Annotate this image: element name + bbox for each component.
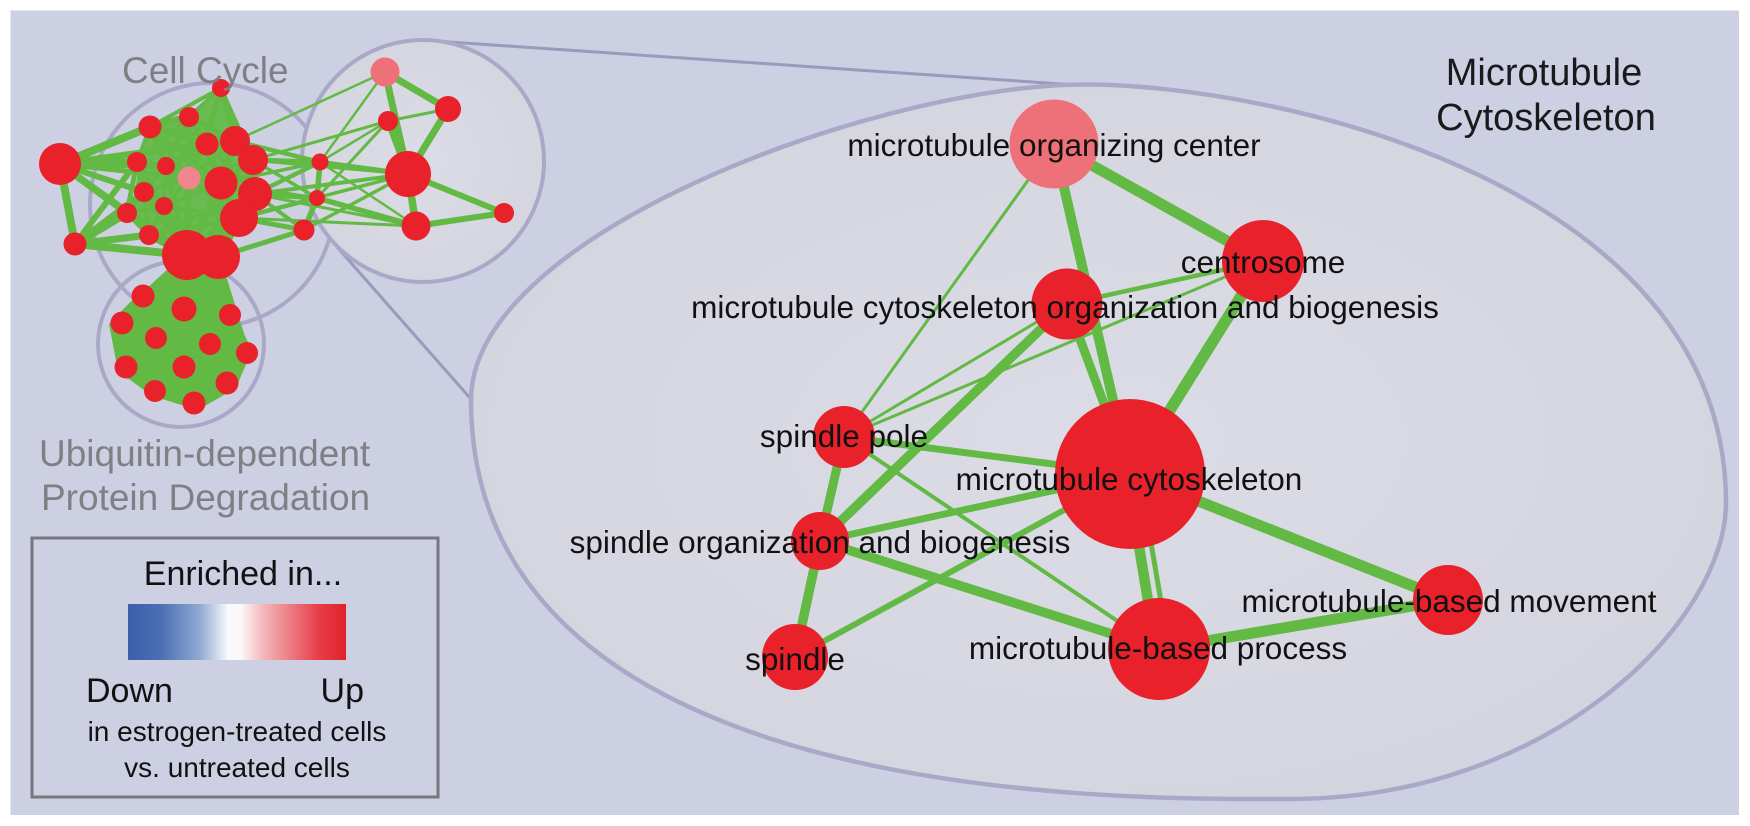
svg-text:Protein Degradation: Protein Degradation bbox=[41, 477, 370, 518]
svg-text:Enriched in...: Enriched in... bbox=[144, 555, 342, 593]
svg-text:vs. untreated cells: vs. untreated cells bbox=[124, 752, 350, 783]
svg-text:Cell Cycle: Cell Cycle bbox=[122, 50, 289, 91]
svg-text:Ubiquitin-dependent: Ubiquitin-dependent bbox=[39, 433, 371, 474]
svg-text:centrosome: centrosome bbox=[1181, 244, 1346, 280]
svg-text:Up: Up bbox=[321, 672, 364, 710]
svg-text:microtubule cytoskeleton organ: microtubule cytoskeleton organization an… bbox=[691, 289, 1439, 325]
svg-text:microtubule-based process: microtubule-based process bbox=[969, 630, 1347, 666]
svg-text:in estrogen-treated cells: in estrogen-treated cells bbox=[88, 716, 387, 747]
svg-text:microtubule cytoskeleton: microtubule cytoskeleton bbox=[956, 461, 1303, 497]
svg-text:spindle organization and bioge: spindle organization and biogenesis bbox=[570, 524, 1071, 560]
svg-text:Down: Down bbox=[86, 672, 173, 710]
svg-text:spindle: spindle bbox=[745, 641, 845, 677]
svg-text:microtubule-based movement: microtubule-based movement bbox=[1242, 583, 1657, 619]
svg-text:spindle pole: spindle pole bbox=[760, 418, 928, 454]
svg-text:microtubule organizing center: microtubule organizing center bbox=[847, 127, 1260, 163]
svg-text:Microtubule: Microtubule bbox=[1446, 52, 1642, 94]
svg-text:Cytoskeleton: Cytoskeleton bbox=[1436, 97, 1656, 139]
